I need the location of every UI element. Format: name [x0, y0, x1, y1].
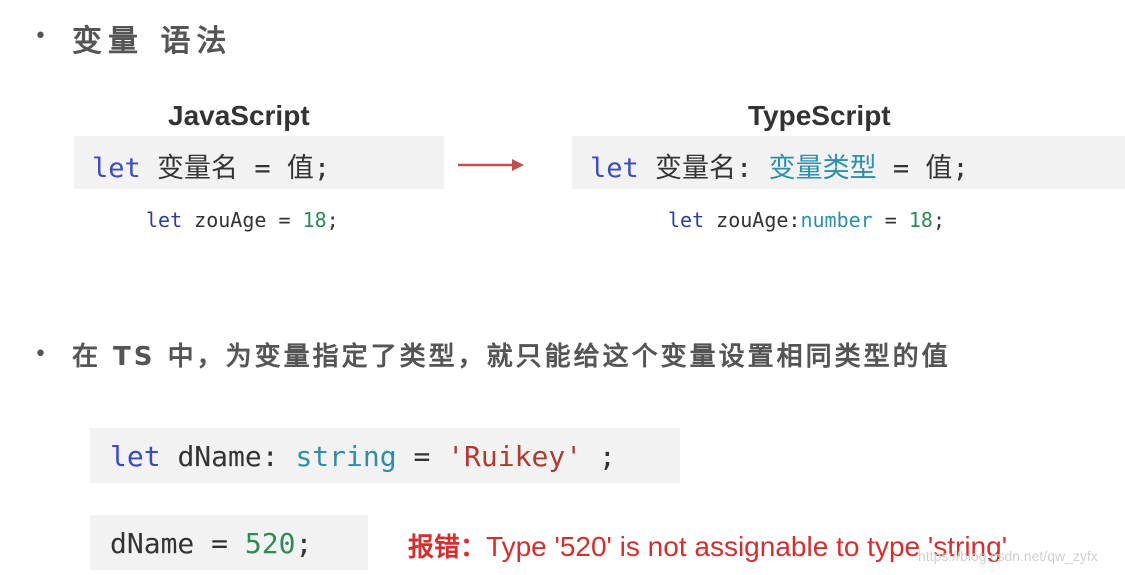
value-placeholder: 值 [925, 153, 953, 184]
right-arrow-icon [458, 159, 524, 171]
code-declaration-box: let dName: string = 'Ruikey' ; [90, 428, 680, 483]
keyword-let: let [668, 208, 705, 232]
var-name-placeholder: 变量名 [157, 153, 239, 184]
string-literal: 'Ruikey' [447, 440, 583, 473]
typescript-example: let zouAge:number = 18; [668, 208, 945, 232]
javascript-syntax-box: let 变量名 = 值; [74, 136, 444, 189]
type-annotation: number [800, 208, 873, 232]
type-annotation: string [295, 440, 397, 473]
error-label: 报错： [408, 533, 487, 563]
semicolon: ; [326, 208, 339, 232]
typescript-title: TypeScript [748, 100, 891, 131]
section-heading-variable-syntax: 变量 语法 [72, 24, 233, 59]
var-name: zouAge [194, 208, 267, 232]
value-placeholder: 值 [286, 153, 314, 184]
bullet: • [34, 24, 47, 49]
javascript-title: JavaScript [168, 100, 310, 131]
assign-operator: = [892, 153, 910, 184]
number-literal: 520 [244, 527, 296, 560]
code-assignment-box: dName = 520; [90, 515, 368, 570]
type-colon: : [736, 153, 753, 184]
assign-operator: = [278, 208, 291, 232]
error-text: Type '520' is not assignable to type 'st… [486, 531, 1008, 562]
semicolon: ; [952, 153, 969, 184]
assign-operator: = [884, 208, 897, 232]
var-name-placeholder: 变量名 [655, 153, 737, 184]
semicolon: ; [598, 440, 616, 473]
javascript-example: let zouAge = 18; [146, 208, 339, 232]
number-literal: 18 [302, 208, 327, 232]
keyword-let: let [146, 208, 183, 232]
semicolon: ; [932, 208, 945, 232]
section-heading-type-rule: 在 TS 中，为变量指定了类型，就只能给这个变量设置相同类型的值 [72, 342, 951, 372]
semicolon: ; [313, 153, 331, 184]
var-name: zouAge [716, 208, 789, 232]
type-colon: : [788, 208, 801, 232]
number-literal: 18 [908, 208, 933, 232]
keyword-let: let [110, 440, 161, 473]
var-name: dName [177, 440, 262, 473]
keyword-let: let [92, 153, 141, 184]
semicolon: ; [295, 527, 313, 560]
assign-operator: = [254, 153, 271, 184]
watermark: https://blog.csdn.net/qw_zyfx [918, 548, 1098, 564]
typescript-syntax-box: let 变量名: 变量类型 = 值; [572, 136, 1125, 189]
bullet: • [34, 342, 47, 367]
var-name: dName [110, 527, 195, 560]
type-placeholder: 变量类型 [768, 153, 877, 184]
assign-operator: = [413, 440, 431, 473]
error-message: 报错：Type '520' is not assignable to type … [408, 527, 1007, 564]
keyword-let: let [590, 153, 639, 184]
type-colon: : [261, 440, 279, 473]
assign-operator: = [211, 527, 229, 560]
